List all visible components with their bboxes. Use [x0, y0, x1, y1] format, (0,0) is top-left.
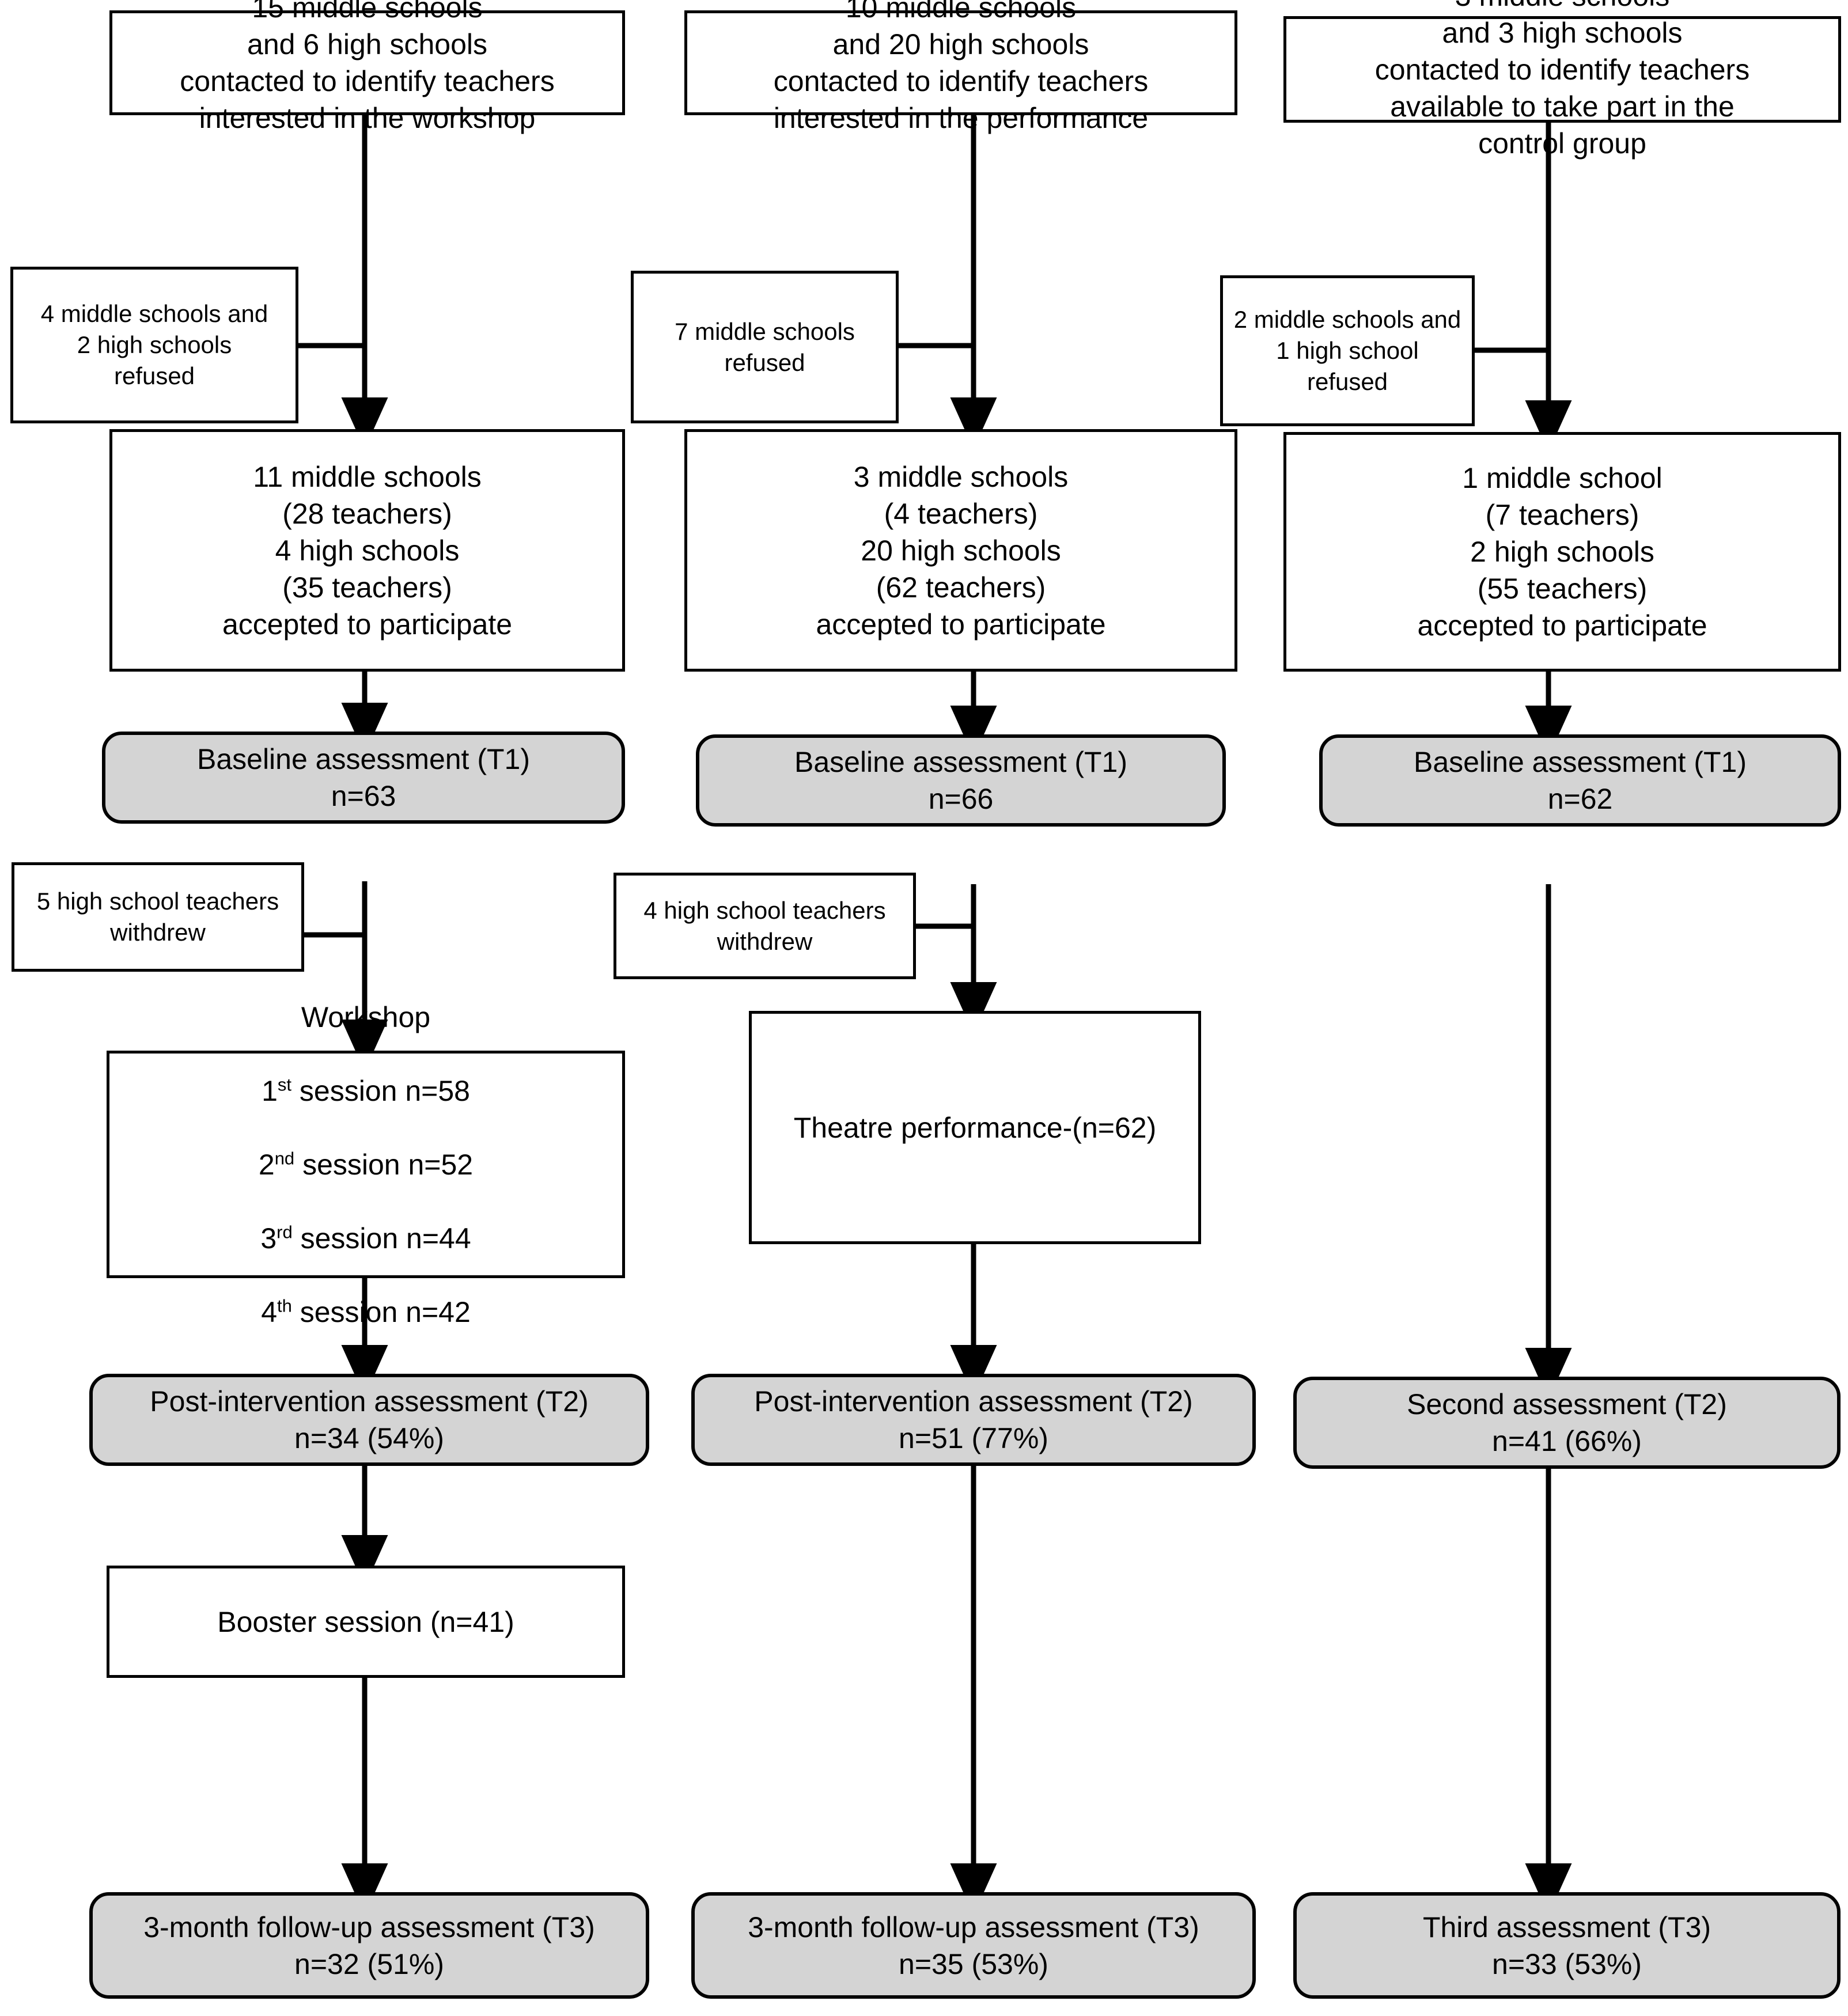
workshop-session-4: 4th session n=42: [261, 1295, 471, 1328]
node-workshop-accepted: 11 middle schools (28 teachers) 4 high s…: [109, 429, 625, 672]
node-workshop-booster: Booster session (n=41): [107, 1566, 625, 1678]
node-theatre-followup-t3: 3-month follow-up assessment (T3) n=35 (…: [691, 1892, 1256, 1999]
node-workshop-withdrew: 5 high school teachers withdrew: [12, 862, 304, 972]
workshop-session-1: 1st session n=58: [262, 1074, 470, 1107]
node-workshop-intervention: Workshop 1st session n=58 2nd session n=…: [107, 1001, 625, 1328]
node-workshop-refused: 4 middle schools and 2 high schools refu…: [10, 267, 298, 423]
node-theatre-baseline-t1: Baseline assessment (T1) n=66: [696, 734, 1226, 827]
workshop-title: Workshop: [301, 1001, 431, 1033]
node-control-baseline-t1: Baseline assessment (T1) n=62: [1319, 734, 1841, 827]
node-control-second-assessment-t2: Second assessment (T2) n=41 (66%): [1293, 1377, 1841, 1469]
node-workshop-baseline-t1: Baseline assessment (T1) n=63: [102, 732, 625, 824]
workshop-session-3: 3rd session n=44: [260, 1221, 471, 1255]
node-theatre-recruitment: 10 middle schools and 20 high schools co…: [684, 0, 1237, 134]
node-workshop-post-intervention-t2: Post-intervention assessment (T2) n=34 (…: [89, 1374, 649, 1466]
workshop-session-2: 2nd session n=52: [258, 1147, 474, 1181]
node-control-accepted: 1 middle school (7 teachers) 2 high scho…: [1283, 432, 1841, 672]
node-theatre-post-intervention-t2: Post-intervention assessment (T2) n=51 (…: [691, 1374, 1256, 1466]
node-theatre-accepted: 3 middle schools (4 teachers) 20 high sc…: [684, 429, 1237, 672]
node-theatre-refused: 7 middle schools refused: [631, 271, 899, 423]
node-theatre-withdrew: 4 high school teachers withdrew: [614, 873, 916, 979]
node-control-third-assessment-t3: Third assessment (T3) n=33 (53%): [1293, 1892, 1841, 1999]
node-theatre-intervention: Theatre performance-(n=62): [749, 1011, 1201, 1244]
node-control-refused: 2 middle schools and 1 high school refus…: [1220, 275, 1475, 426]
node-workshop-followup-t3: 3-month follow-up assessment (T3) n=32 (…: [89, 1892, 649, 1999]
node-control-recruitment: 3 middle schools and 3 high schools cont…: [1283, 0, 1841, 160]
node-workshop-recruitment: 15 middle schools and 6 high schools con…: [109, 0, 625, 134]
